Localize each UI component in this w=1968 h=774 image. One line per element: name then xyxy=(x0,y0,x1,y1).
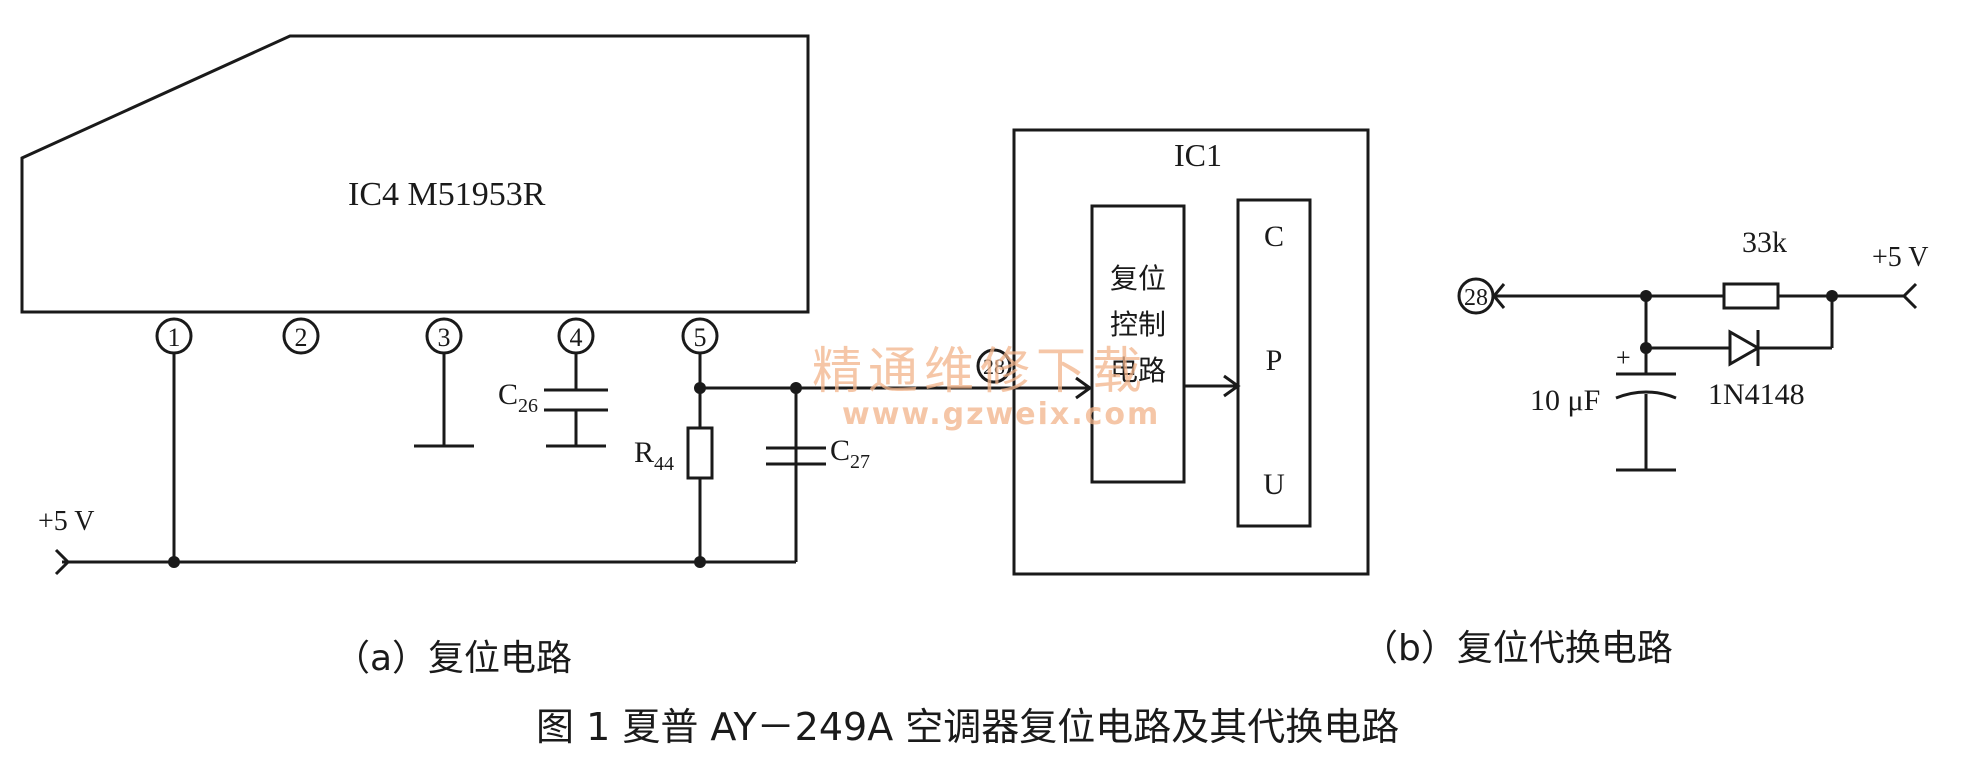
pin-4: 4 xyxy=(557,317,595,355)
supply-rail: +5 V xyxy=(38,353,798,576)
watermark-text: 精通维修下载 xyxy=(812,342,1148,400)
watermark-url: www.gzweix.com xyxy=(842,397,1160,432)
capacitor-plus: + xyxy=(1616,343,1631,372)
svg-text:5: 5 xyxy=(694,323,707,352)
svg-text:3: 3 xyxy=(438,323,451,352)
capacitor-label: 10 μF xyxy=(1530,384,1600,417)
capacitor-10uf: + 10 μF xyxy=(1530,343,1677,472)
supply-label-a: +5 V xyxy=(38,506,95,537)
pin-28-b: 28 xyxy=(1457,277,1495,315)
svg-text:1: 1 xyxy=(168,323,181,352)
pin-1: 1 xyxy=(155,317,193,355)
resistor-33k: 33k xyxy=(1722,226,1787,310)
pin-3: 3 xyxy=(425,317,463,355)
pin-2: 2 xyxy=(282,317,320,355)
diode-1n4148: 1N4148 xyxy=(1646,296,1834,411)
ic1-label: IC1 xyxy=(1174,137,1222,173)
reset-block-line1: 复位 xyxy=(1110,262,1166,295)
svg-text:28: 28 xyxy=(1464,285,1488,311)
diode-label: 1N4148 xyxy=(1708,378,1805,411)
ic4-label: IC4 M51953R xyxy=(348,176,546,213)
resistor-r44: R44 xyxy=(634,388,714,562)
subcaption-b: （b）复位代换电路 xyxy=(1362,628,1673,669)
reset-control-block: 复位 控制 电路 xyxy=(1090,204,1186,484)
cpu-letter-c: C xyxy=(1264,220,1284,253)
pin-5: 5 xyxy=(681,317,719,355)
ic4-block: IC4 M51953R xyxy=(20,34,810,314)
watermark: 精通维修下载 www.gzweix.com xyxy=(812,342,1160,432)
ic1-block: IC1 28 复位 控制 电路 C P U xyxy=(976,128,1370,576)
supply-label-b: +5 V xyxy=(1872,242,1929,273)
reset-block-line3: 电路 xyxy=(1110,354,1166,387)
r44-label: R44 xyxy=(634,436,674,475)
capacitor-c26: C26 xyxy=(498,353,608,448)
cpu-letter-p: P xyxy=(1266,344,1283,377)
figure-caption: 图 1 夏普 AY－249A 空调器复位电路及其代换电路 xyxy=(536,705,1399,749)
capacitor-c27: C27 xyxy=(766,388,870,562)
cpu-block: C P U xyxy=(1236,198,1312,528)
ic4-pins: 1 2 3 4 5 xyxy=(155,317,719,355)
svg-text:28: 28 xyxy=(983,354,1005,379)
svg-text:4: 4 xyxy=(570,323,583,352)
c26-label: C26 xyxy=(498,378,538,417)
cpu-letter-u: U xyxy=(1263,468,1285,501)
reset-block-line2: 控制 xyxy=(1110,308,1166,341)
replacement-circuit: 28 33k +5 V 1N4148 + xyxy=(1457,226,1929,472)
pin3-ground xyxy=(414,353,474,448)
resistor-33k-label: 33k xyxy=(1742,226,1787,259)
svg-text:2: 2 xyxy=(295,323,308,352)
c27-label: C27 xyxy=(830,434,870,473)
subcaption-a: （a）复位电路 xyxy=(334,638,572,679)
ic1-pin-28: 28 xyxy=(976,348,1012,384)
